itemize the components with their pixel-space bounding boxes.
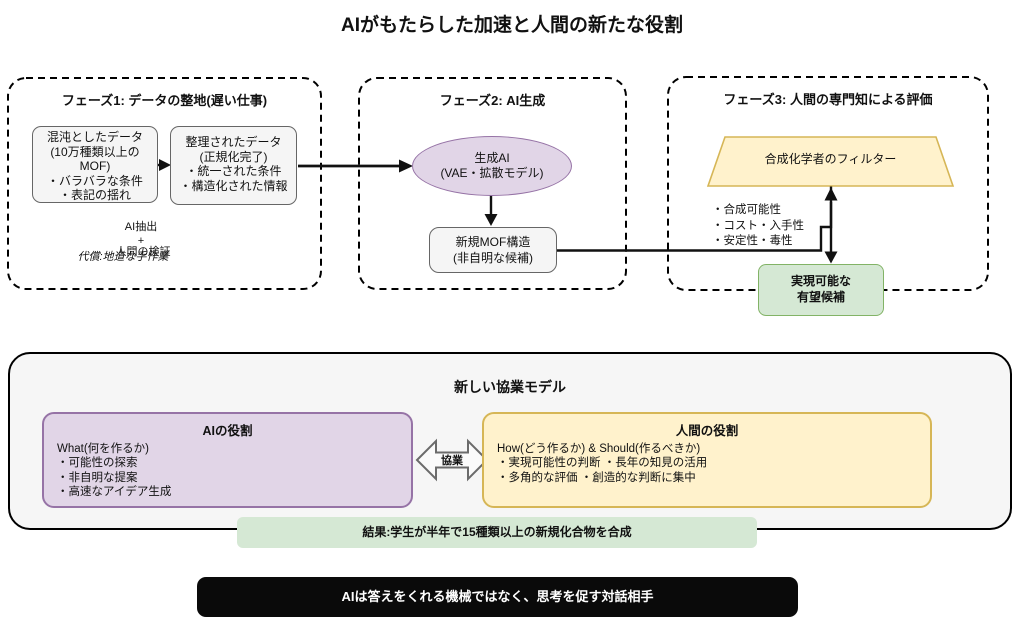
chemist-filter-label: 合成化学者のフィルター: [764, 152, 897, 166]
phase3-outline: [667, 76, 989, 291]
organized-data-box: 整理されたデータ (正規化完了) ・統一された条件 ・構造化された情報: [170, 126, 297, 205]
chaotic-data-box: 混沌としたデータ (10万種類以上の MOF) ・バラバラな条件 ・表記の揺れ: [32, 126, 158, 203]
ai-role-title: AIの役割: [202, 424, 253, 438]
human-role-body: How(どう作るか) & Should(作るべきか) ・実現可能性の判断 ・長年…: [497, 443, 708, 484]
generative-ai-ellipse: 生成AI (VAE・拡散モデル): [412, 136, 572, 196]
human-role-title: 人間の役割: [675, 424, 739, 438]
ai-role-box: AIの役割 What(何を作るか) ・可能性の探索 ・非自明な提案 ・高速なアイ…: [42, 412, 413, 508]
feasible-candidates-box: 実現可能な 有望候補: [758, 264, 884, 316]
ai-role-body: What(何を作るか) ・可能性の探索 ・非自明な提案 ・高速なアイデア生成: [57, 443, 172, 498]
phase1-title: フェーズ1: データの整地(遅い仕事): [61, 93, 268, 108]
evaluation-criteria-list: ・合成可能性 ・コスト・入手性 ・安定性・毒性: [712, 204, 804, 247]
arrow-phase1-to-phase2: [298, 159, 413, 173]
arrow-ellipse-to-mof: [484, 194, 498, 226]
collaboration-arrow-label: 協業: [441, 455, 463, 467]
arrow-chaotic-to-organized: [156, 159, 171, 171]
collaboration-title: 新しい協業モデル: [454, 379, 566, 395]
phase2-title: フェーズ2: AI生成: [439, 93, 546, 108]
new-mof-box: 新規MOF構造 (非自明な候補): [429, 227, 557, 273]
human-role-box: 人間の役割 How(どう作るか) & Should(作るべきか) ・実現可能性の…: [482, 412, 932, 508]
page-title: AIがもたらした加速と人間の新たな役割: [340, 15, 683, 36]
footer-message-banner: AIは答えをくれる機械ではなく、思考を促す対話相手: [197, 577, 798, 617]
phase3-title: フェーズ3: 人間の専門知による評価: [723, 92, 933, 107]
result-banner: 結果:学生が半年で15種類以上の新規化合物を合成: [237, 517, 757, 548]
phase1-note-line1: AI抽出: [124, 221, 158, 233]
phase1-note-caption: 代償:地道な手作業: [77, 251, 169, 263]
